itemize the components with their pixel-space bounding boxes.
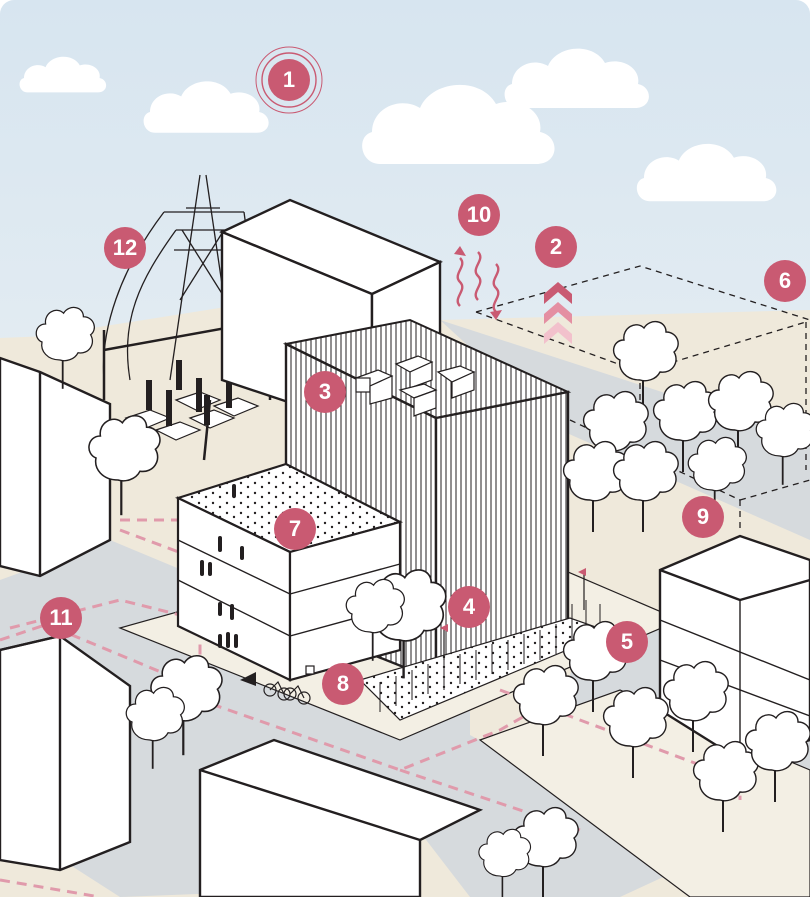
marker-7: 7 — [274, 508, 316, 550]
marker-12: 12 — [104, 227, 146, 269]
marker-11: 11 — [40, 597, 82, 639]
marker-4: 4 — [448, 586, 490, 628]
marker-8: 8 — [322, 663, 364, 705]
marker-9: 9 — [682, 496, 724, 538]
marker-2: 2 — [535, 226, 577, 268]
sign-post — [306, 666, 314, 674]
lower-left-building — [0, 636, 130, 870]
marker-3: 3 — [304, 371, 346, 413]
marker-10: 10 — [458, 194, 500, 236]
marker-6: 6 — [764, 260, 806, 302]
marker-5: 5 — [606, 621, 648, 663]
marker-1: 1 — [268, 59, 310, 101]
